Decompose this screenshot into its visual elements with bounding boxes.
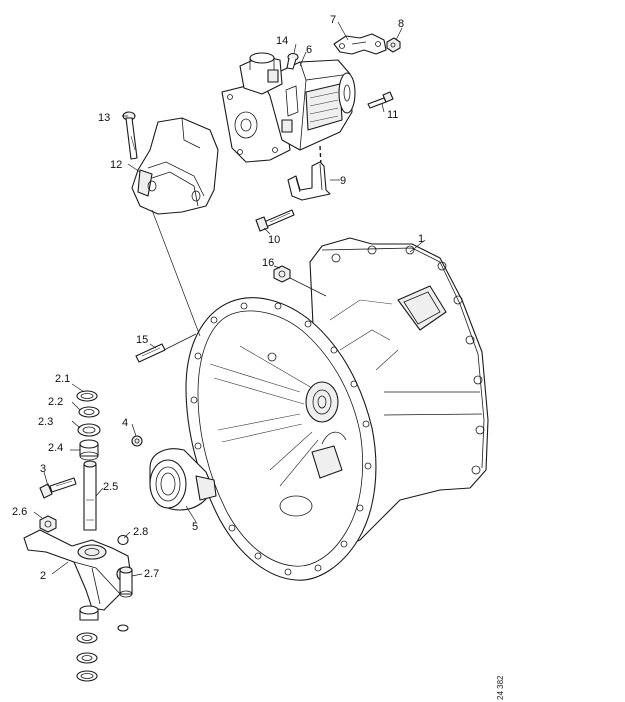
callout-13: 13 <box>98 112 110 124</box>
part-2-4-bushing <box>79 439 99 461</box>
part-4-bushing <box>131 435 143 447</box>
part-13-long-bolt <box>122 111 138 160</box>
callout-2-6: 2.6 <box>12 506 27 518</box>
part-9-bracket <box>287 161 331 201</box>
callout-9: 9 <box>340 175 346 187</box>
part-14-bolt <box>286 52 299 70</box>
part-6-clutch-actuator <box>221 52 356 163</box>
callout-7: 7 <box>330 14 336 26</box>
callout-14: 14 <box>276 35 288 47</box>
callout-2-8: 2.8 <box>133 526 148 538</box>
part-10-bolt <box>255 209 295 232</box>
leader-lines <box>33 21 426 577</box>
callout-1: 1 <box>418 233 424 245</box>
callout-2-5: 2.5 <box>103 481 118 493</box>
part-2-5-shaft <box>83 460 97 531</box>
callout-labels: 1 2 2.1 2.2 2.3 2.4 2.5 2.6 2.7 2.8 3 4 … <box>12 14 424 582</box>
part-2-6-nut <box>39 515 57 533</box>
callout-2-7: 2.7 <box>144 568 159 580</box>
part-2-3-seal <box>77 423 101 437</box>
figure-reference: 24 382 <box>496 675 505 700</box>
callout-16: 16 <box>262 257 274 269</box>
assembly-guide-line-nut <box>289 277 327 297</box>
callout-6: 6 <box>306 44 312 56</box>
part-8-nut <box>386 37 401 53</box>
part-12-bracket-plate <box>131 117 219 215</box>
part-2-1-ring <box>76 390 98 402</box>
part-16-nut <box>273 265 291 283</box>
part-2-2-washer <box>78 406 100 418</box>
callout-5: 5 <box>192 521 198 533</box>
callout-3: 3 <box>40 463 46 475</box>
part-5-release-bearing <box>149 448 217 511</box>
part-2-7-pin <box>119 566 133 598</box>
part-11-bolt <box>367 91 394 109</box>
part-3-bolt <box>39 477 77 499</box>
callout-10: 10 <box>268 234 280 246</box>
assembly-guide-line <box>151 209 201 337</box>
part-1-clutch-housing <box>185 237 489 581</box>
callout-11: 11 <box>387 109 398 121</box>
callout-2: 2 <box>40 570 46 582</box>
callout-15: 15 <box>136 334 148 346</box>
callout-12: 12 <box>110 159 122 171</box>
part-2-8-circlip <box>117 534 129 546</box>
callout-8: 8 <box>398 18 404 30</box>
part-7-gasket <box>333 33 387 55</box>
part-15-stud <box>135 343 166 363</box>
part-2-lower-bushings <box>76 605 129 682</box>
callout-2-3: 2.3 <box>38 416 53 428</box>
callout-4: 4 <box>122 417 128 429</box>
callout-2-4: 2.4 <box>48 442 63 454</box>
callout-2-1: 2.1 <box>55 373 70 385</box>
callout-2-2: 2.2 <box>48 396 63 408</box>
assembly-guide-line-stud <box>163 333 197 351</box>
